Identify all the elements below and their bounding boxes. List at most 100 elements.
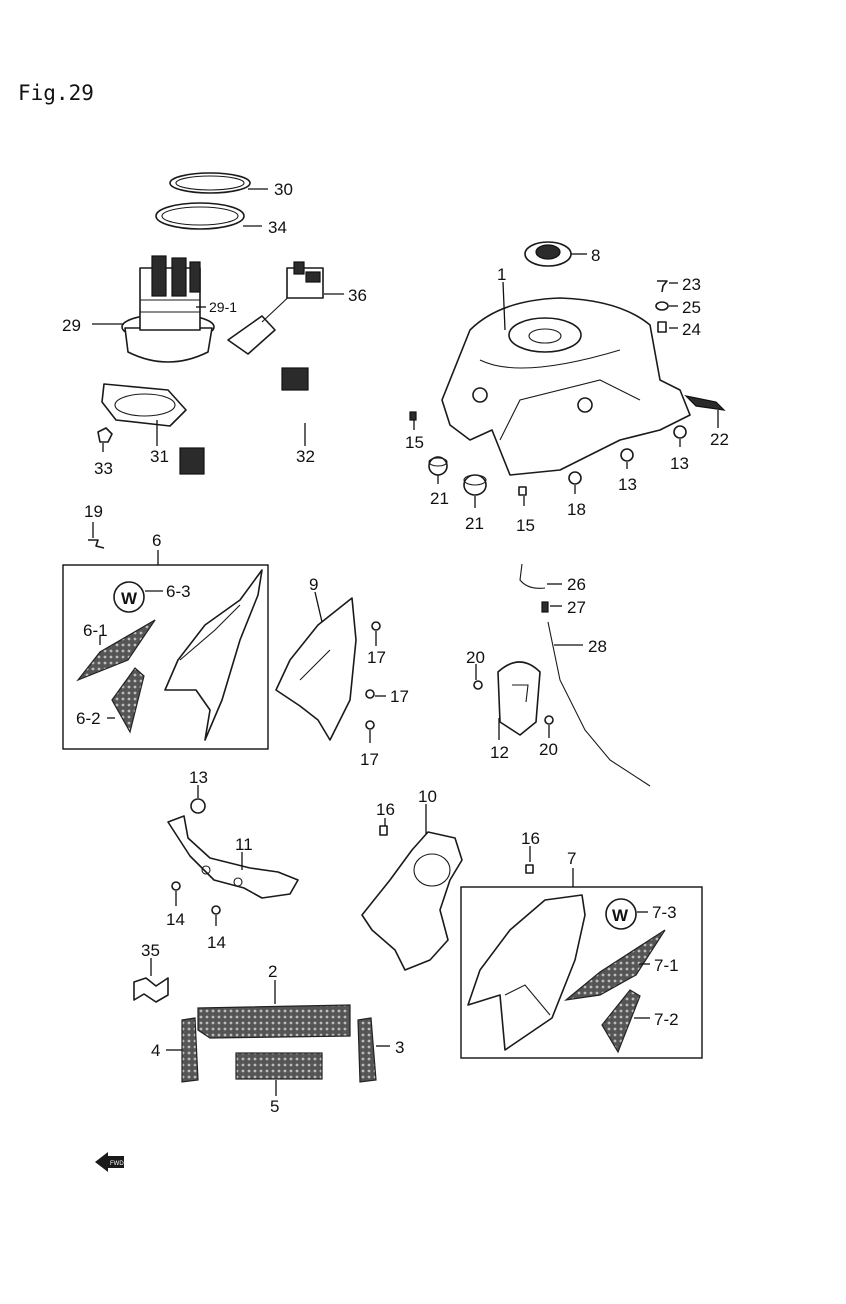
bolt-17-b bbox=[365, 689, 375, 699]
breather-hose-26 bbox=[519, 563, 546, 589]
bracket-11 bbox=[167, 815, 299, 899]
callout-6: 6 bbox=[152, 531, 161, 550]
callout-21-lower: 21 bbox=[465, 514, 484, 533]
svg-text:W: W bbox=[612, 906, 629, 925]
callout-20-b: 20 bbox=[539, 740, 558, 759]
fuel-hose-32 bbox=[179, 367, 378, 475]
bolt-14-a bbox=[171, 881, 181, 891]
bracket-12 bbox=[497, 661, 541, 736]
washer-25 bbox=[655, 301, 669, 311]
callout-23: 23 bbox=[682, 275, 701, 294]
callout-33: 33 bbox=[94, 459, 113, 478]
callout-28: 28 bbox=[588, 637, 607, 656]
callout-3: 3 bbox=[395, 1038, 404, 1057]
grommet-13-bracket bbox=[190, 798, 206, 814]
side-cover-6 bbox=[164, 569, 263, 741]
bolt-20-b bbox=[544, 715, 554, 725]
callout-8: 8 bbox=[591, 246, 600, 265]
callout-29-1: 29-1 bbox=[209, 299, 237, 315]
emblem-6-2 bbox=[111, 667, 145, 734]
callout-15-top: 15 bbox=[405, 433, 424, 452]
bolt-17-c bbox=[365, 720, 375, 730]
callout-13-bracket: 13 bbox=[189, 768, 208, 787]
cushion-21-upper bbox=[428, 456, 448, 476]
callout-11: 11 bbox=[235, 835, 253, 854]
emblem-6-3: W bbox=[113, 581, 145, 613]
clip-15-lower bbox=[518, 486, 527, 496]
callout-34: 34 bbox=[268, 218, 287, 237]
box-group-6 bbox=[62, 564, 269, 750]
callout-17-c: 17 bbox=[360, 750, 379, 769]
callout-14-a: 14 bbox=[166, 910, 185, 929]
callout-13-tank-left: 13 bbox=[618, 475, 637, 494]
callout-7-1: 7-1 bbox=[654, 956, 679, 975]
callout-26: 26 bbox=[567, 575, 586, 594]
grommet-13-left bbox=[620, 448, 634, 462]
figure-title: Fig.29 bbox=[18, 81, 94, 105]
fuel-cap-8 bbox=[524, 241, 572, 267]
clamp-27 bbox=[541, 601, 549, 613]
pad-5 bbox=[235, 1052, 323, 1080]
pad-3 bbox=[357, 1017, 377, 1083]
callout-12: 12 bbox=[490, 743, 509, 762]
drain-tube-28 bbox=[547, 621, 651, 787]
callout-17-a: 17 bbox=[367, 648, 386, 667]
callout-25: 25 bbox=[682, 298, 701, 317]
svg-text:W: W bbox=[121, 589, 138, 608]
box-group-7 bbox=[460, 886, 703, 1059]
callout-27: 27 bbox=[567, 598, 586, 617]
callout-15-lower: 15 bbox=[516, 516, 535, 535]
pad-2 bbox=[197, 1004, 351, 1039]
level-sensor-36 bbox=[227, 261, 324, 355]
callout-22: 22 bbox=[710, 430, 729, 449]
callout-36: 36 bbox=[348, 286, 367, 305]
rubber-band-35 bbox=[133, 977, 169, 1003]
callout-10: 10 bbox=[418, 787, 437, 806]
bolt-19 bbox=[88, 539, 105, 549]
callout-35: 35 bbox=[141, 941, 160, 960]
callout-16-left: 16 bbox=[376, 800, 395, 819]
callout-16-right: 16 bbox=[521, 829, 540, 848]
clip-16-right bbox=[525, 864, 534, 874]
emblem-7-3: W bbox=[605, 898, 637, 930]
pad-4 bbox=[181, 1017, 199, 1083]
clip-16-left bbox=[379, 825, 388, 836]
fuel-tank-1 bbox=[441, 297, 691, 476]
callout-17-b: 17 bbox=[390, 687, 409, 706]
cushion-22 bbox=[684, 395, 726, 411]
callout-7: 7 bbox=[567, 849, 576, 868]
inner-cover-9 bbox=[275, 597, 357, 741]
emblem-6-1 bbox=[76, 619, 156, 682]
cushion-21-lower bbox=[463, 474, 487, 496]
bolt-17-a bbox=[371, 621, 381, 631]
grommet-13-right bbox=[673, 425, 687, 439]
callout-6-2: 6-2 bbox=[76, 709, 101, 728]
callout-32: 32 bbox=[296, 447, 315, 466]
callout-7-3: 7-3 bbox=[652, 903, 677, 922]
callout-24: 24 bbox=[682, 320, 701, 339]
collar-24 bbox=[657, 321, 667, 333]
callout-14-b: 14 bbox=[207, 933, 226, 952]
bolt-23 bbox=[657, 280, 668, 293]
bolt-14-b bbox=[211, 905, 221, 915]
front-arrow-text: FWD bbox=[110, 1161, 124, 1167]
cover-10 bbox=[361, 831, 463, 971]
callout-21-upper: 21 bbox=[430, 489, 449, 508]
pump-gasket-31 bbox=[101, 383, 187, 427]
callout-29: 29 bbox=[62, 316, 81, 335]
callout-7-2: 7-2 bbox=[654, 1010, 679, 1029]
callout-9: 9 bbox=[309, 575, 318, 594]
callout-31: 31 bbox=[150, 447, 169, 466]
gasket-ring-30 bbox=[169, 172, 251, 194]
emblem-7-2 bbox=[601, 989, 641, 1054]
callout-6-1: 6-1 bbox=[83, 621, 108, 640]
callout-19: 19 bbox=[84, 502, 103, 521]
callout-20-a: 20 bbox=[466, 648, 485, 667]
callout-30: 30 bbox=[274, 180, 293, 199]
callout-13-tank-right: 13 bbox=[670, 454, 689, 473]
callout-4: 4 bbox=[151, 1041, 160, 1060]
callout-1: 1 bbox=[497, 265, 506, 284]
callout-18: 18 bbox=[567, 500, 586, 519]
fuel-pump-29 bbox=[121, 255, 215, 363]
